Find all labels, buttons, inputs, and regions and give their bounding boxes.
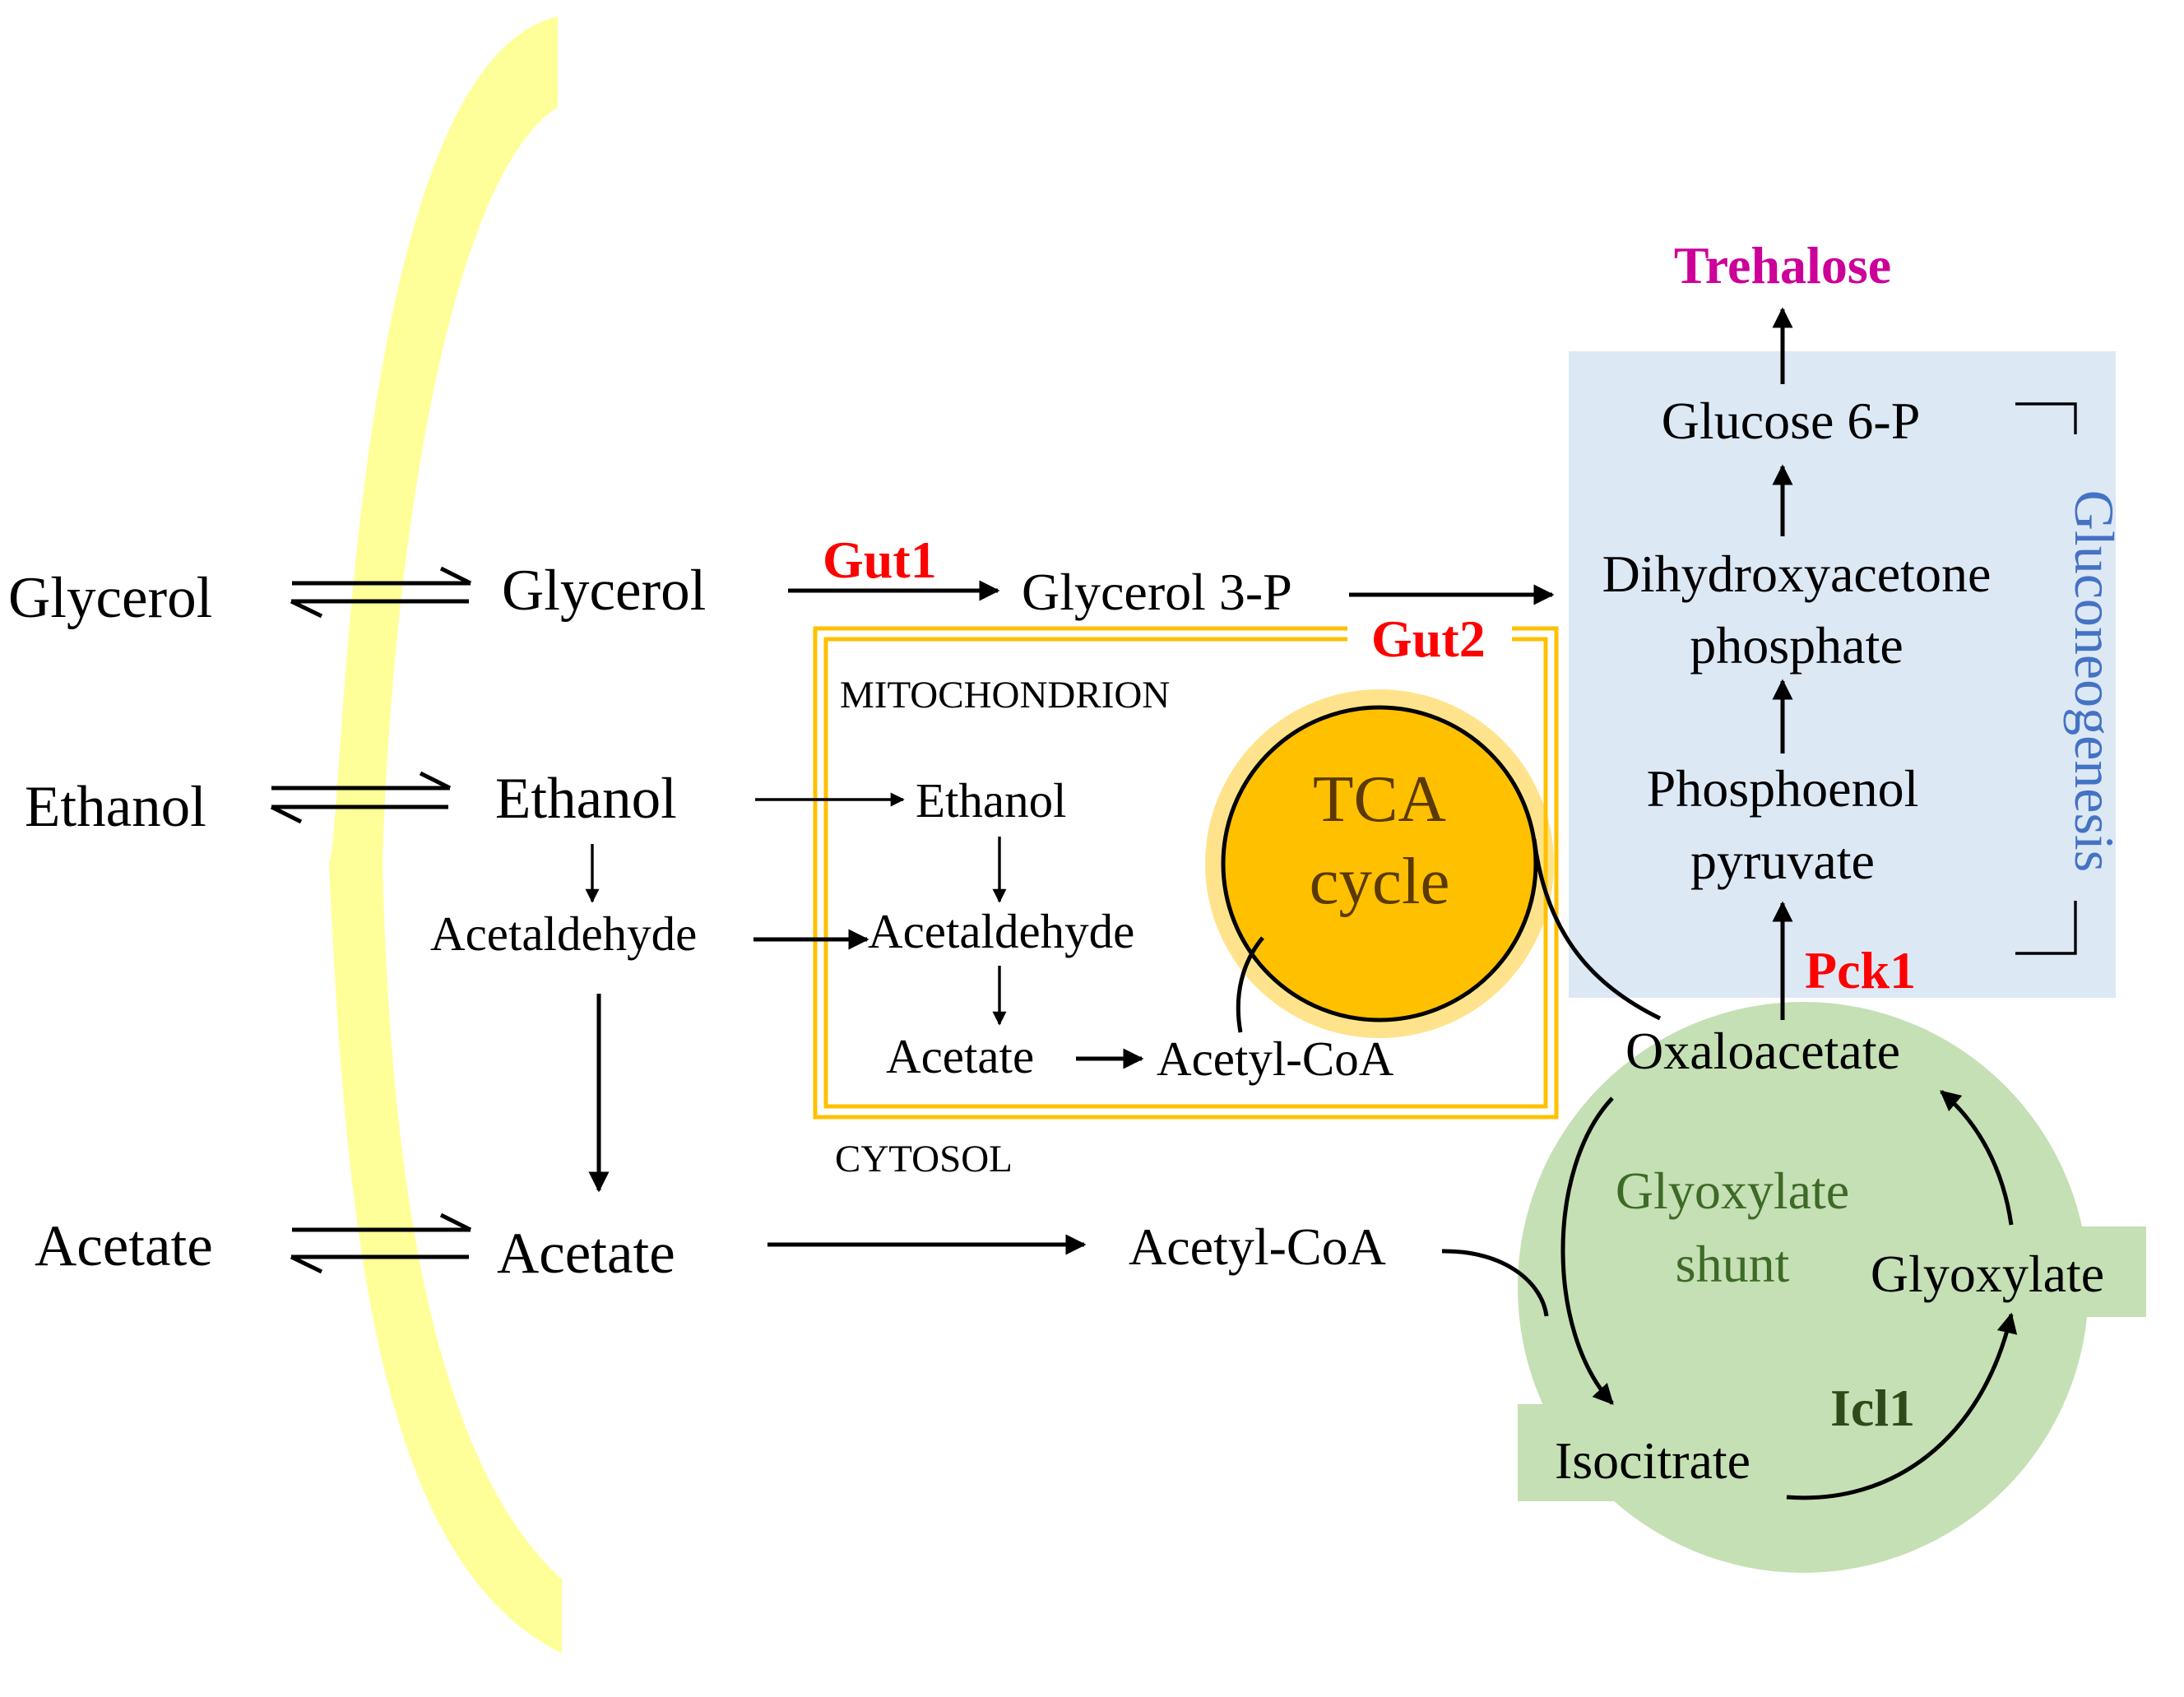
gluconeogenesis-bracket-top — [2015, 402, 2077, 434]
isocitrate-box — [1518, 1404, 1769, 1501]
cytosol-glycerol-label: Glycerol — [502, 559, 706, 623]
glyoxylate-shunt-label-line1: Glyoxylate — [1616, 1161, 1849, 1220]
mitochondrion-compartment-label: MITOCHONDRION — [840, 674, 1170, 716]
gut2-enzyme-label: Gut2 — [1371, 610, 1486, 668]
tca-cycle-circle — [1221, 705, 1538, 1022]
outside-acetate-label: Acetate — [35, 1214, 213, 1278]
pep-label-line1: Phosphoenol — [1647, 759, 1919, 818]
arrow-acetyl-coa-into-tca — [1236, 936, 1264, 1033]
glucose-6p-label: Glucose 6-P — [1662, 392, 1921, 450]
glycerol-transport-arrows — [290, 566, 472, 619]
arrow-acetyl-coa-to-isocitrate — [1441, 1249, 1549, 1317]
dhap-label-line2: phosphate — [1690, 616, 1903, 675]
mito-acetaldehyde-label: Acetaldehyde — [868, 904, 1134, 958]
icl1-enzyme-label: Icl1 — [1830, 1379, 1915, 1437]
arrow-glyoxylate-to-oxaloacetate — [1940, 1090, 2014, 1226]
tca-cycle-label-line2: cycle — [1310, 844, 1450, 918]
mitochondrion-outer-membrane — [813, 626, 1559, 1120]
glyoxylate-shunt-label-line2: shunt — [1676, 1235, 1790, 1293]
glyoxylate-label: Glyoxylate — [1871, 1245, 2104, 1303]
acetate-transport-arrows — [290, 1212, 472, 1274]
pck1-enzyme-label: Pck1 — [1805, 941, 1916, 999]
gut1-enzyme-label: Gut1 — [823, 531, 937, 589]
mito-acetyl-coa-label: Acetyl-CoA — [1157, 1032, 1394, 1086]
cytosol-compartment-label: CYTOSOL — [835, 1138, 1013, 1180]
dhap-label-line1: Dihydroxyacetone — [1602, 545, 1992, 603]
oxaloacetate-label: Oxaloacetate — [1625, 1022, 1900, 1080]
glycerol-3p-label: Glycerol 3-P — [1022, 563, 1292, 621]
glyoxylate-box — [1825, 1226, 2146, 1317]
mitochondrion-inner-membrane — [823, 637, 1548, 1109]
cytosol-acetate-label: Acetate — [497, 1222, 675, 1286]
ethanol-transport-arrows — [270, 771, 452, 824]
plasma-membrane-shape — [329, 16, 562, 1653]
arrow-isocitrate-to-glyoxylate — [1786, 1312, 2018, 1500]
outside-ethanol-label: Ethanol — [25, 775, 206, 839]
cytosol-ethanol-label: Ethanol — [495, 767, 677, 831]
mito-ethanol-label: Ethanol — [916, 773, 1067, 828]
gut2-label-gap — [1347, 621, 1512, 647]
cytosol-acetyl-coa-label: Acetyl-CoA — [1129, 1217, 1386, 1276]
gluconeogenesis-bracket-bottom — [2015, 901, 2077, 955]
arrow-oxaloacetate-to-isocitrate — [1560, 1097, 1614, 1405]
cytosol-acetaldehyde-label: Acetaldehyde — [430, 906, 697, 961]
gluconeogenesis-label: Gluconeogenesis — [2063, 490, 2126, 873]
gluconeogenesis-box — [1569, 351, 2116, 998]
tca-cycle-label-line1: TCA — [1313, 762, 1446, 836]
outside-glycerol-label: Glycerol — [8, 566, 212, 630]
arrow-tca-to-oxaloacetate — [1532, 838, 1662, 1021]
mito-acetate-label: Acetate — [886, 1029, 1034, 1083]
isocitrate-label: Isocitrate — [1555, 1431, 1750, 1490]
pep-label-line2: pyruvate — [1690, 832, 1875, 890]
trehalose-label: Trehalose — [1674, 236, 1891, 294]
